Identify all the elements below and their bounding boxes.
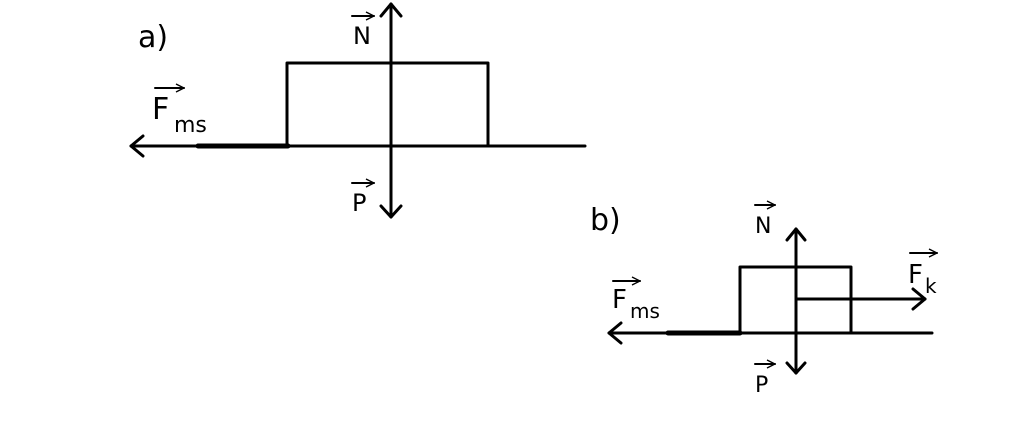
panel-b-normal-label: N: [754, 205, 776, 239]
panel-a: a) N P F ms: [129, 2, 587, 219]
panel-a-weight-symbol: P: [352, 189, 366, 217]
panel-a-normal-label: N: [351, 16, 375, 50]
panel-b-friction-label: F ms: [612, 281, 660, 323]
panel-b-weight-label: P: [754, 364, 776, 398]
panel-b-friction-subscript: ms: [630, 299, 660, 323]
panel-a-normal-arrowhead: [379, 2, 403, 18]
panel-b-pull-subscript: k: [925, 274, 937, 298]
panel-b-weight-arrowhead: [785, 361, 807, 375]
panel-b-pull-arrowhead: [911, 287, 927, 311]
panel-a-block: [285, 61, 490, 148]
panel-b-label: b): [590, 203, 621, 238]
panel-a-label: a): [138, 20, 168, 55]
panel-a-normal-symbol: N: [353, 22, 371, 50]
panel-b-weight-symbol: P: [755, 373, 768, 398]
panel-b-normal-symbol: N: [755, 214, 771, 239]
panel-a-friction-label: F ms: [152, 88, 207, 138]
panel-a-weight-label: P: [351, 183, 375, 217]
panel-b-normal-arrowhead: [785, 227, 807, 242]
panel-a-friction-arrowhead: [129, 134, 145, 158]
panel-a-friction-subscript: ms: [174, 113, 207, 138]
panel-b-friction-symbol: F: [612, 285, 627, 315]
panel-b: b) N P F ms: [590, 203, 938, 398]
panel-a-weight-arrowhead: [379, 204, 403, 219]
panel-b-pull-label: F k: [908, 253, 938, 298]
panel-a-friction-symbol: F: [152, 92, 169, 127]
panel-b-pull-symbol: F: [908, 260, 923, 290]
panel-b-friction-arrowhead: [607, 321, 623, 345]
